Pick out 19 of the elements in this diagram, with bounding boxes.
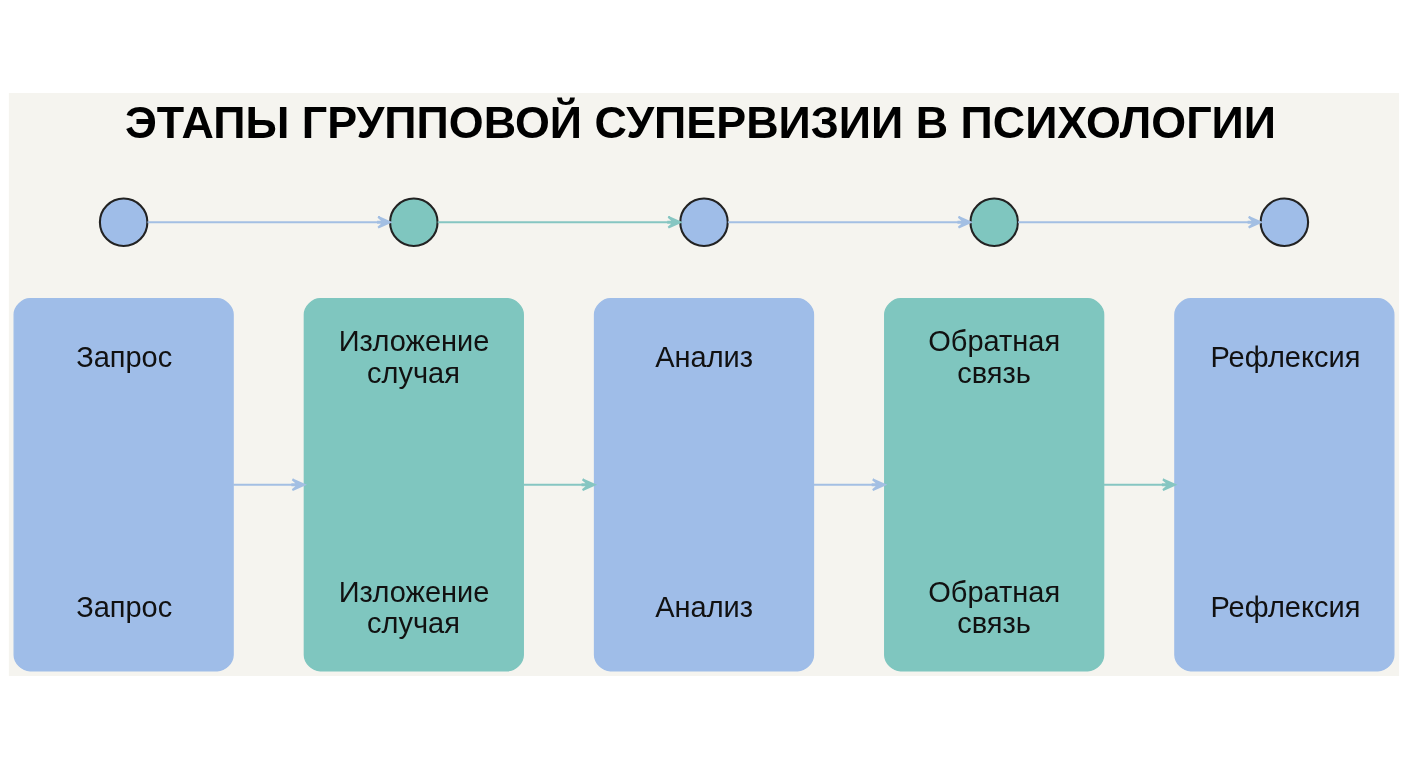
node-circle	[389, 196, 439, 247]
arrow	[147, 215, 392, 229]
arrow	[727, 215, 972, 229]
diagram-title: ЭТАПЫ ГРУППОВОЙ СУПЕРВИЗИИ В ПСИХОЛОГИИ	[124, 96, 1277, 148]
arrow	[813, 477, 886, 491]
arrow	[233, 477, 306, 491]
node-box: Рефлексия Рефлексия	[1174, 297, 1395, 671]
node-circle	[1259, 196, 1310, 247]
node-box: Обратная связь Обратная связь	[884, 297, 1105, 671]
node-circle	[98, 196, 149, 247]
arrow	[1018, 215, 1262, 229]
node-box: Изложение случая Изложение случая	[303, 297, 524, 671]
node-circle	[969, 196, 1019, 247]
node-circle	[679, 196, 729, 247]
arrow	[1103, 477, 1176, 491]
node-box: Анализ Анализ	[593, 297, 815, 671]
arrow	[437, 215, 682, 229]
node-box: Запрос Запрос	[13, 297, 234, 671]
arrow	[523, 477, 596, 491]
